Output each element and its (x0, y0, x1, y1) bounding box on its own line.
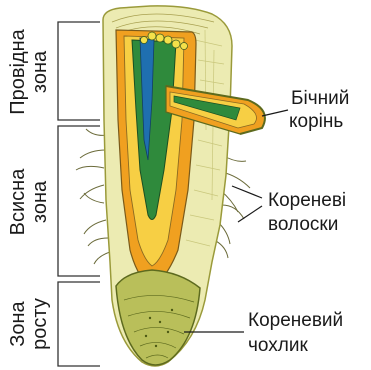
label-lateral-root-line1: Бічний (291, 88, 349, 109)
zone-label-conducting-line2: зона (29, 50, 51, 93)
bracket-growth-zone (58, 282, 100, 366)
leader-root-hairs-b (238, 206, 262, 222)
zone-label-absorption-line1: Всисна (7, 168, 29, 236)
zone-brackets (58, 22, 100, 366)
root-illustration (76, 6, 265, 366)
label-root-hairs-line1: Кореневі (268, 190, 346, 211)
label-lateral-root-line2: корінь (289, 111, 343, 132)
right-labels: Бічний корінь Кореневі волоски Кореневий… (248, 88, 349, 356)
zone-label-growth-line2: росту (29, 298, 51, 350)
label-root-hairs-line2: волоски (268, 214, 338, 235)
bracket-absorption-zone (58, 126, 100, 276)
leader-root-hairs-a (232, 186, 262, 198)
zone-label-conducting-line1: Провідна (7, 28, 29, 114)
label-root-cap-line1: Кореневий (248, 310, 343, 331)
leader-lateral-root (262, 110, 288, 116)
label-root-cap-line2: чохлик (248, 335, 308, 356)
bracket-conducting-zone (58, 22, 100, 120)
zone-label-absorption-line2: зона (29, 180, 51, 223)
zone-label-growth-line1: Зона (7, 300, 29, 346)
zone-labels: Провідна зона Всисна зона Зона росту (7, 28, 51, 349)
root-cap (116, 270, 200, 365)
